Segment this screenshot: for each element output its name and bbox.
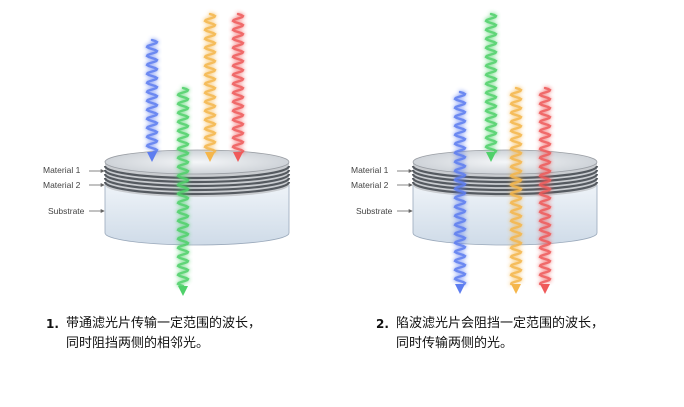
caption-notch: 2. 陷波滤光片会阻挡一定范围的波长， 同时传输两侧的光。 bbox=[376, 314, 605, 354]
wave-green bbox=[176, 86, 190, 288]
wave-red bbox=[231, 12, 245, 154]
wave-green bbox=[484, 12, 498, 154]
arrowhead-orange bbox=[205, 152, 215, 162]
label-material2: Material 2 bbox=[351, 180, 389, 190]
wave-blue bbox=[453, 90, 467, 286]
label-substrate: Substrate bbox=[48, 206, 85, 216]
wave-orange bbox=[203, 12, 217, 154]
caption-line1: 陷波滤光片会阻挡一定范围的波长， bbox=[396, 316, 605, 331]
caption-line1: 带通滤光片传输一定范围的波长， bbox=[66, 316, 262, 331]
caption-number: 1. bbox=[46, 317, 59, 331]
arrowhead-red bbox=[540, 284, 550, 294]
caption-line2: 同时阻挡两侧的相邻光。 bbox=[66, 336, 210, 351]
substrate-cylinder bbox=[104, 184, 290, 246]
label-substrate: Substrate bbox=[356, 206, 393, 216]
caption-line2: 同时传输两侧的光。 bbox=[396, 336, 514, 351]
arrowhead-green bbox=[178, 286, 188, 296]
caption-number: 2. bbox=[376, 317, 389, 331]
layer-stack bbox=[103, 149, 291, 197]
arrowhead-blue bbox=[455, 284, 465, 294]
label-material2: Material 2 bbox=[43, 180, 81, 190]
layer-stack bbox=[411, 149, 599, 197]
panel-notch: Material 1 Material 2 Substrate bbox=[351, 12, 599, 294]
arrowhead-green bbox=[486, 152, 496, 162]
wave-blue bbox=[145, 38, 159, 154]
arrowhead-blue bbox=[147, 152, 157, 162]
wave-red bbox=[538, 86, 552, 286]
arrowhead-orange bbox=[511, 284, 521, 294]
wave-orange bbox=[509, 86, 523, 286]
arrowhead-red bbox=[233, 152, 243, 162]
label-material1: Material 1 bbox=[351, 165, 389, 175]
caption-bandpass: 1. 带通滤光片传输一定范围的波长， 同时阻挡两侧的相邻光。 bbox=[46, 314, 262, 354]
label-material1: Material 1 bbox=[43, 165, 81, 175]
panel-bandpass: Material 1 Material 2 Substrate bbox=[43, 12, 291, 296]
